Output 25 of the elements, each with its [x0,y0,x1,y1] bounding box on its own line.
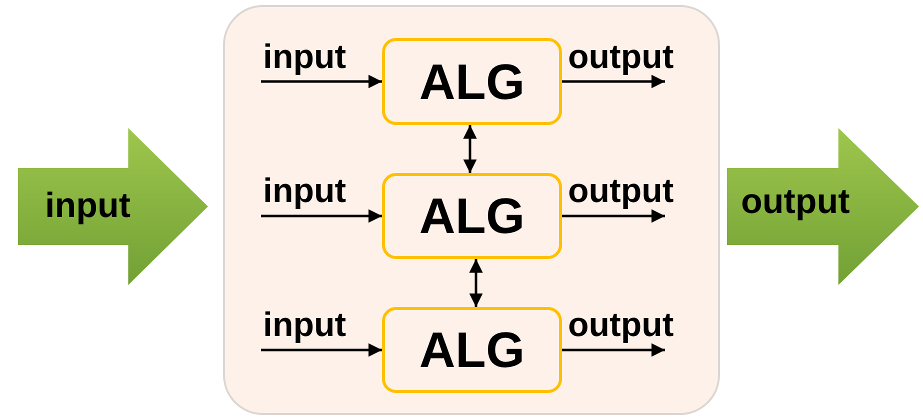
edge-label: output [568,308,674,342]
edge-label: output [568,174,674,208]
arrow [261,343,382,357]
arrow [261,209,382,223]
arrow-label: output [741,184,850,219]
process-box [382,38,562,125]
process-label: ALG [419,56,525,106]
panel-background [223,5,720,415]
arrow [562,343,665,357]
double-arrow [463,125,477,173]
arrow-label: input [45,188,131,223]
process-label: ALG [419,325,525,375]
block-arrow [18,128,208,285]
edge-label: input [263,40,346,74]
edge-label: input [263,308,346,342]
block-arrow [727,128,919,285]
process-box [382,173,562,259]
arrow [261,74,382,88]
arrow [562,209,665,223]
edge-label: input [263,174,346,208]
process-box [382,307,562,393]
arrow [562,74,665,88]
double-arrow [469,259,483,307]
process-label: ALG [419,191,525,241]
edge-label: output [568,40,674,74]
